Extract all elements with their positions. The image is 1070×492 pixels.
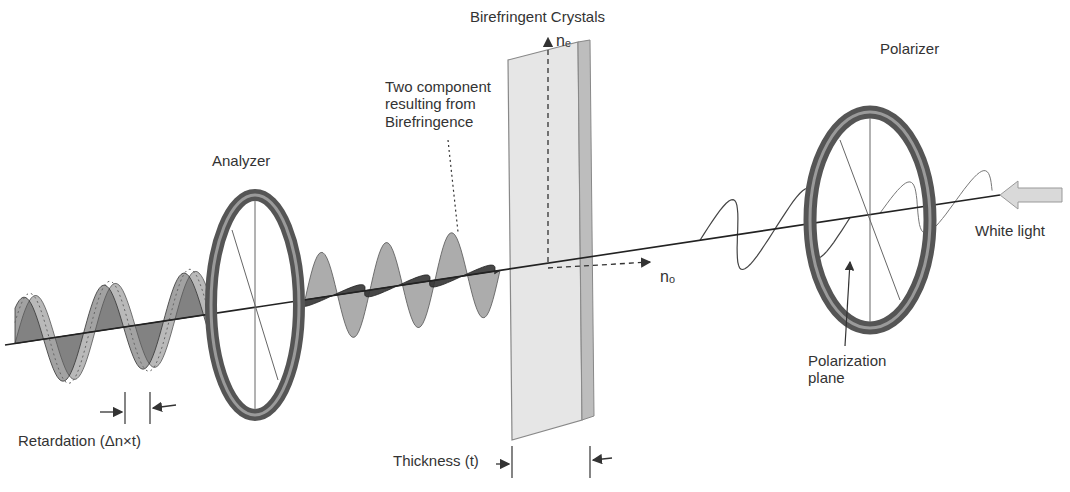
dimension-arrow bbox=[100, 411, 122, 412]
leader-line bbox=[448, 140, 458, 232]
dimension-tick bbox=[589, 446, 590, 478]
label-text: Polarization plane bbox=[808, 352, 898, 387]
label-text: Polarizer bbox=[880, 40, 939, 57]
output-wave-outline bbox=[15, 269, 211, 383]
dimension-tick bbox=[149, 392, 150, 424]
leader-line bbox=[845, 262, 850, 346]
analyzer-line bbox=[232, 230, 278, 380]
ne-axis-arrow bbox=[547, 38, 548, 262]
label-text: Retardation (Δn×t) bbox=[18, 432, 141, 449]
label-text: Two component resulting from Birefringen… bbox=[385, 78, 525, 130]
dimension-tick bbox=[124, 392, 125, 424]
analyzer-ring-rim bbox=[211, 195, 299, 415]
label-text: nₑ bbox=[556, 32, 571, 50]
label-text: White light bbox=[975, 222, 1045, 239]
label-text: nₒ bbox=[660, 268, 675, 286]
dimension-tick bbox=[511, 446, 512, 478]
dimension-arrow bbox=[593, 458, 612, 460]
dimension-arrow bbox=[153, 405, 176, 408]
crystal-side bbox=[578, 40, 594, 420]
analyzer-ring bbox=[211, 195, 299, 415]
dimension-arrow bbox=[496, 463, 509, 464]
output-wave-retarded bbox=[15, 273, 212, 381]
no-axis-arrow bbox=[548, 262, 650, 268]
white-light-arrow bbox=[1000, 181, 1062, 209]
label-text: Analyzer bbox=[212, 152, 270, 169]
label-text: Thickness (t) bbox=[393, 452, 479, 469]
polarizer-ring-rim bbox=[810, 112, 930, 328]
polarizer-ring bbox=[810, 112, 930, 328]
label-text: Birefringent Crystals bbox=[470, 8, 605, 25]
crystal-face bbox=[508, 42, 582, 440]
